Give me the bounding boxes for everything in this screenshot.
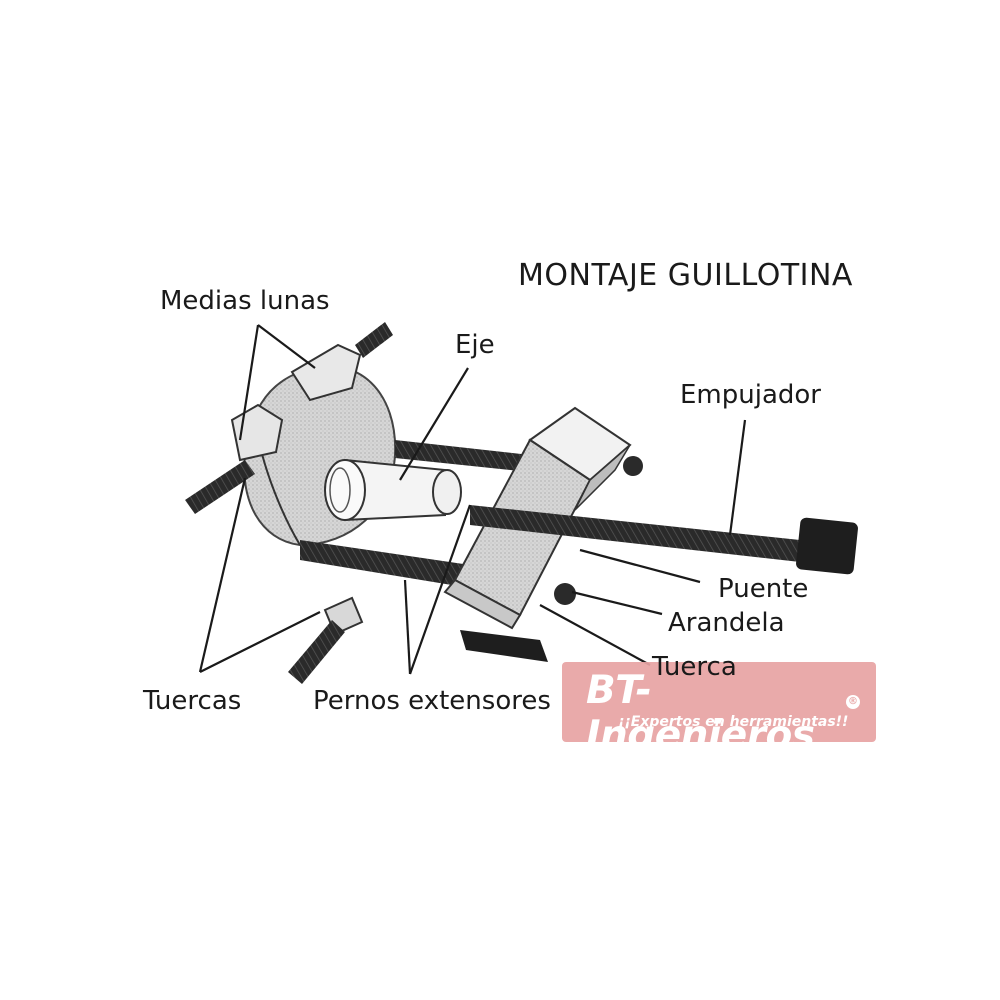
registered-mark: ® (846, 695, 860, 709)
watermark-tagline: ¡¡Expertos en herramientas!! (618, 714, 848, 730)
leader-arandela (572, 592, 662, 614)
leader-medias-lunas-2 (258, 325, 315, 368)
label-arandela: Arandela (668, 608, 785, 638)
leader-tuerca (540, 605, 650, 665)
label-medias-lunas: Medias lunas (160, 286, 330, 316)
leader-tuercas-1 (200, 478, 245, 672)
label-eje: Eje (455, 330, 495, 360)
axle (325, 460, 461, 520)
label-pernos-extensores: Pernos extensores (313, 686, 551, 716)
label-tuerca: Tuerca (652, 652, 737, 682)
leader-empujador (730, 420, 745, 535)
label-tuercas: Tuercas (143, 686, 241, 716)
left-bolt (185, 460, 255, 514)
leader-puente (580, 550, 700, 582)
leader-pernos-2 (405, 580, 410, 674)
lower-extension-bolt (300, 540, 470, 588)
label-empujador: Empujador (680, 380, 821, 410)
label-puente: Puente (718, 574, 808, 604)
diagram-title: MONTAJE GUILLOTINA (518, 258, 853, 293)
